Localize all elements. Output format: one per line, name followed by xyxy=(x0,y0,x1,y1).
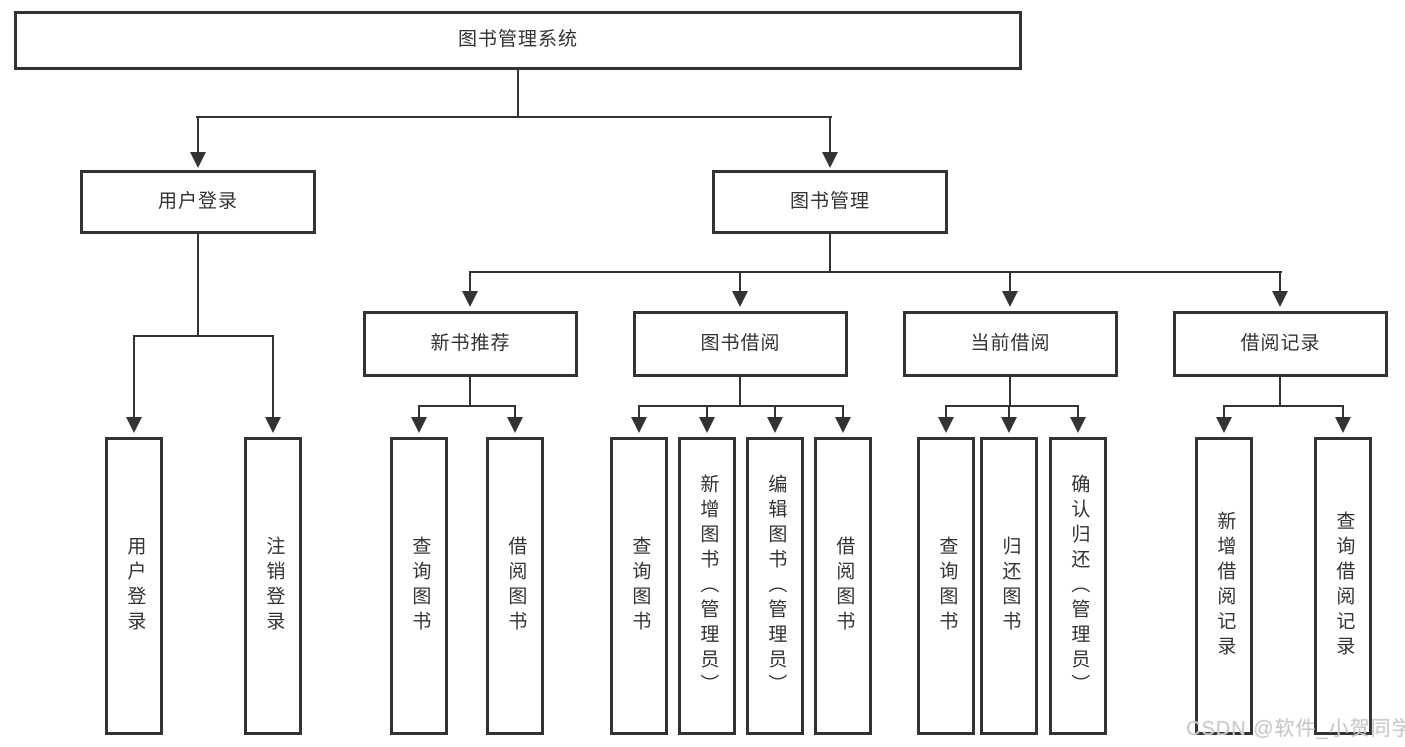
connector-line xyxy=(514,405,516,417)
arrowhead-down-icon xyxy=(411,417,427,433)
connector-line xyxy=(469,271,1282,273)
connector-line xyxy=(197,234,199,335)
arrowhead-down-icon xyxy=(190,152,206,168)
arrowhead-down-icon xyxy=(1002,291,1018,307)
arrowhead-down-icon xyxy=(631,417,647,433)
node-new-book-recommend: 新书推荐 xyxy=(363,311,578,377)
connector-line xyxy=(133,335,135,417)
arrowhead-down-icon xyxy=(1335,417,1351,433)
node-cb-query-books: 查询图书 xyxy=(917,437,975,735)
arrowhead-down-icon xyxy=(1272,291,1288,307)
connector-line xyxy=(1009,271,1011,291)
node-library-system: 图书管理系统 xyxy=(14,11,1022,70)
connector-line xyxy=(517,70,519,116)
node-bb-borrow-books: 借阅图书 xyxy=(814,437,872,735)
node-current-borrowing: 当前借阅 xyxy=(903,311,1118,377)
node-borrowing-records: 借阅记录 xyxy=(1173,311,1388,377)
node-br-add-record: 新增借阅记录 xyxy=(1195,437,1253,735)
csdn-watermark: CSDN @软件_小贺同学 xyxy=(1186,718,1405,740)
node-cb-return-books: 归还图书 xyxy=(980,437,1038,735)
connector-line xyxy=(1077,405,1079,417)
arrowhead-down-icon xyxy=(126,417,142,433)
connector-line xyxy=(418,405,420,417)
node-bb-add-books-admin: 新增图书（管理员） xyxy=(678,437,736,735)
connector-line xyxy=(469,271,471,291)
connector-line xyxy=(272,335,274,417)
arrowhead-down-icon xyxy=(265,417,281,433)
arrowhead-down-icon xyxy=(699,417,715,433)
connector-line xyxy=(739,377,741,405)
connector-line xyxy=(638,405,844,407)
connector-line xyxy=(829,234,831,271)
arrowhead-down-icon xyxy=(835,417,851,433)
arrowhead-down-icon xyxy=(1070,417,1086,433)
node-nbr-query-books: 查询图书 xyxy=(390,437,448,735)
node-user-login-leaf: 用户登录 xyxy=(105,437,163,735)
connector-line xyxy=(418,405,516,407)
connector-line xyxy=(842,405,844,417)
arrowhead-down-icon xyxy=(732,291,748,307)
connector-line xyxy=(638,405,640,417)
connector-line xyxy=(469,377,471,405)
arrowhead-down-icon xyxy=(462,291,478,307)
node-br-query-record: 查询借阅记录 xyxy=(1314,437,1372,735)
node-logout-leaf: 注销登录 xyxy=(244,437,302,735)
connector-line xyxy=(706,405,708,417)
node-cb-confirm-return-admin: 确认归还（管理员） xyxy=(1049,437,1107,735)
connector-line xyxy=(945,405,1079,407)
arrowhead-down-icon xyxy=(507,417,523,433)
node-book-management: 图书管理 xyxy=(712,170,948,234)
connector-line xyxy=(196,116,832,118)
connector-line xyxy=(1342,405,1344,417)
connector-line xyxy=(197,116,199,152)
node-nbr-borrow-books: 借阅图书 xyxy=(486,437,544,735)
connector-line xyxy=(1009,377,1011,405)
arrowhead-down-icon xyxy=(1001,417,1017,433)
connector-line xyxy=(1223,405,1344,407)
node-bb-edit-books-admin: 编辑图书（管理员） xyxy=(746,437,804,735)
connector-line xyxy=(945,405,947,417)
connector-line xyxy=(1008,405,1010,417)
arrowhead-down-icon xyxy=(822,152,838,168)
connector-line xyxy=(133,335,274,337)
connector-line xyxy=(1279,271,1281,291)
arrowhead-down-icon xyxy=(938,417,954,433)
node-bb-query-books: 查询图书 xyxy=(610,437,668,735)
connector-line xyxy=(739,271,741,291)
connector-line xyxy=(829,116,831,152)
node-user-login: 用户登录 xyxy=(80,170,316,234)
connector-line xyxy=(774,405,776,417)
arrowhead-down-icon xyxy=(767,417,783,433)
connector-line xyxy=(1279,377,1281,405)
node-book-borrowing: 图书借阅 xyxy=(633,311,848,377)
connector-line xyxy=(1223,405,1225,417)
arrowhead-down-icon xyxy=(1216,417,1232,433)
